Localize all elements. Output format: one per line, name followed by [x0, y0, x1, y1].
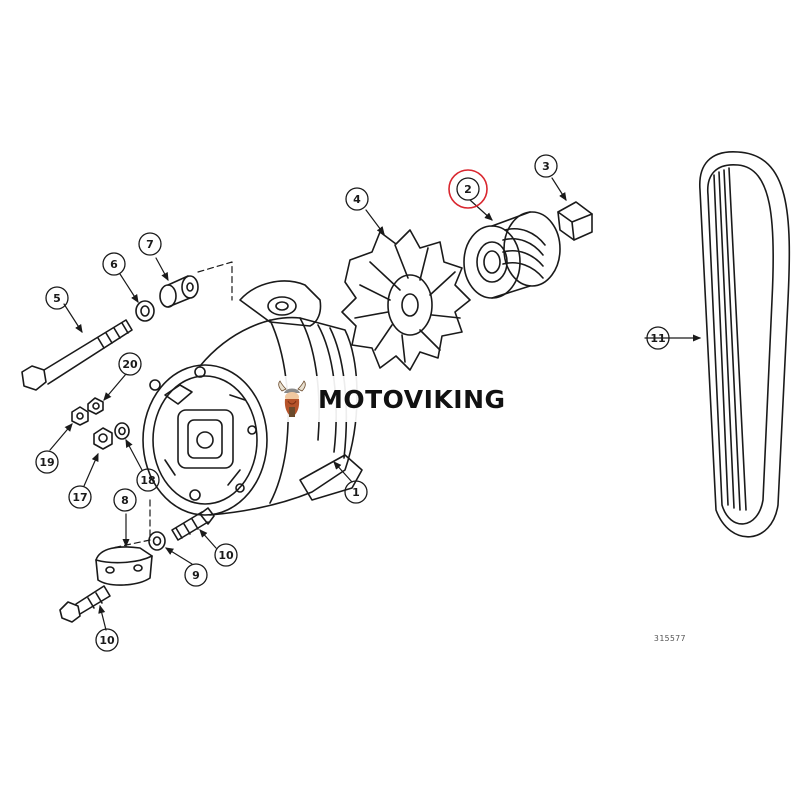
callout-6: 6: [110, 258, 118, 271]
callout-20: 20: [122, 358, 138, 371]
terminal-nut: [71, 406, 89, 426]
washer: [135, 300, 155, 322]
flange-bolt-lower: [59, 585, 111, 623]
callout-7: 7: [146, 238, 154, 251]
drive-belt: [699, 151, 791, 538]
lock-washer: [114, 422, 130, 440]
callout-5: 5: [53, 292, 61, 305]
callout-circles: [35, 154, 670, 652]
callout-17: 17: [72, 491, 87, 504]
callout-10-lower: 10: [99, 634, 115, 647]
callout-2: 2: [464, 183, 472, 196]
hex-nut: [93, 427, 113, 450]
drawing-id: 315577: [654, 634, 686, 643]
pulley: [463, 211, 561, 299]
brand-watermark: MOTOVIKING: [266, 376, 536, 422]
callout-10-upper: 10: [218, 549, 234, 562]
callout-18: 18: [140, 474, 155, 487]
pulley-nut: [557, 201, 593, 241]
callout-1: 1: [352, 486, 360, 499]
small-nut: [87, 397, 104, 415]
callout-8: 8: [121, 494, 129, 507]
leader-lines: [49, 177, 702, 631]
callout-numbers: 1 2 3 4 5 6 7 8 9 10 10 11 17 18 19 20: [39, 160, 665, 647]
long-bolt: [21, 319, 133, 391]
flat-washer: [148, 531, 166, 551]
bracket-plate: [95, 546, 153, 586]
callout-3: 3: [542, 160, 550, 173]
brand-name: MOTOVIKING: [318, 384, 506, 414]
cooling-fan: [341, 229, 471, 371]
bushing: [159, 275, 199, 308]
callout-4: 4: [353, 193, 361, 206]
viking-mascot-icon: [278, 380, 306, 417]
flange-bolt-upper: [171, 507, 215, 541]
callout-11: 11: [650, 332, 665, 345]
highlight-ring: [448, 169, 488, 209]
callout-19: 19: [39, 456, 54, 469]
callout-9: 9: [192, 569, 200, 582]
